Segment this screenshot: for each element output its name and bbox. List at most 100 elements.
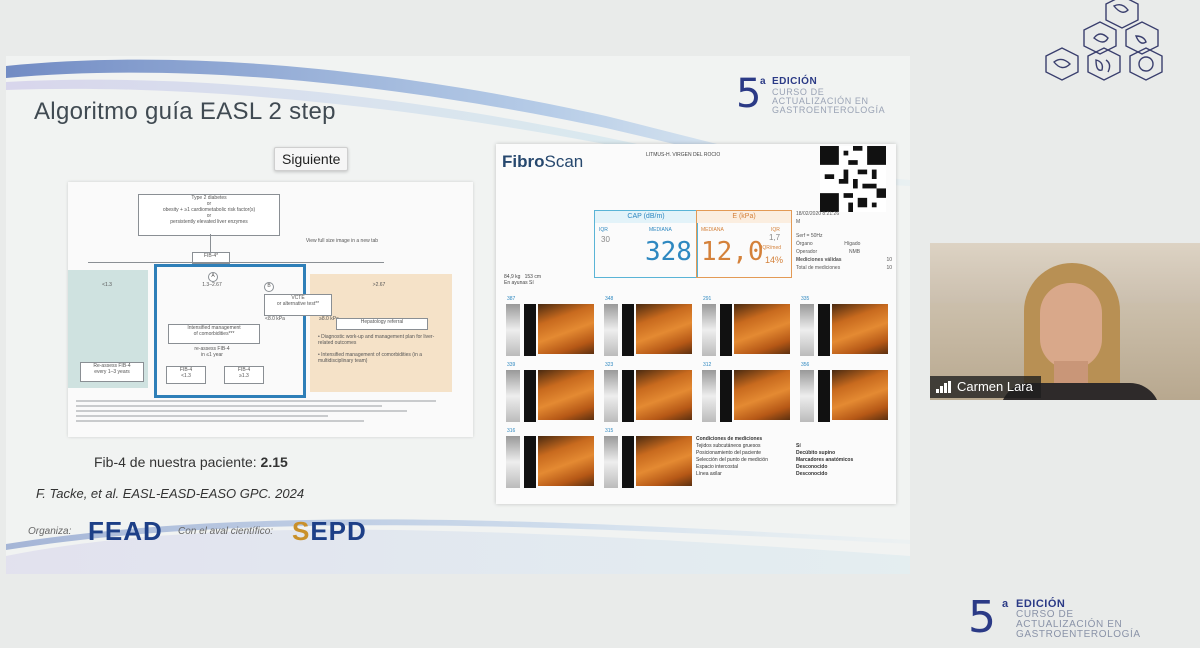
e-iqr-label: IQR	[771, 227, 780, 233]
elastogram-tile: 339	[506, 362, 596, 424]
fib4-ge-1-3-box: FIB-4 ≥1.3	[224, 366, 264, 384]
sepd-logo-rest: EPD	[310, 516, 367, 546]
tile-cap-value: 312	[703, 362, 712, 368]
edition-superscript: a	[760, 76, 766, 87]
organizer-label: Organiza:	[28, 526, 72, 537]
gastro-hexagon-logo-icon	[1045, 0, 1163, 81]
vcte-box: VCTE or alternative test**	[264, 294, 332, 316]
condition-value: Decúbito supino	[796, 450, 836, 456]
corner-sub-line-1: CURSO DE	[1016, 609, 1074, 620]
organ-label: Órgano	[796, 241, 813, 247]
height-unit: cm	[534, 274, 541, 280]
elastogram-tile: 315	[604, 428, 694, 490]
fasting-value: Sí	[529, 280, 534, 286]
tile-cap-value: 387	[507, 296, 516, 302]
cap-median-label: MEDIANA	[649, 227, 672, 233]
reassess-fib4-box: Re-assess FIB-4 every 1–3 years	[80, 362, 144, 382]
condition-key: Línea axilar	[696, 471, 722, 477]
elastogram-tile: 356	[800, 362, 890, 424]
fasting-label: En ayunas	[504, 280, 528, 286]
condition-value: Desconocido	[796, 471, 828, 477]
cap-panel: CAP (dB/m) IQR MEDIANA 30 328	[594, 210, 698, 278]
view-full-size-link[interactable]: View full size image in a new tab	[305, 238, 379, 244]
corner-edition-label: EDICIÓN	[1016, 598, 1066, 610]
sepd-logo-s: S	[292, 516, 311, 546]
cap-median-value: 328	[645, 237, 692, 267]
step-b-marker: B	[264, 282, 274, 292]
participant-name: Carmen Lara	[957, 379, 1033, 394]
tile-cap-value: 348	[605, 296, 614, 302]
elastogram-tile: 323	[604, 362, 694, 424]
intensified-management-box: Intensified management of comorbidities*…	[168, 324, 260, 344]
e-iqr-med-label: IQR/med	[761, 245, 782, 251]
corner-edition-subtitle: CURSO DE ACTUALIZACIÓN EN GASTROENTEROLO…	[1016, 610, 1141, 640]
corner-sub-line-2: ACTUALIZACIÓN EN	[1016, 619, 1123, 630]
cap-header: CAP (dB/m)	[595, 211, 697, 223]
fib4-value: 2.15	[260, 454, 288, 470]
condition-key: Selección del punto de medición	[696, 457, 768, 463]
tile-cap-value: 339	[507, 362, 516, 368]
weight-unit: kg	[515, 274, 521, 280]
tile-cap-value: 315	[605, 428, 614, 434]
reassess-within-year-label: re-assess FIB-4 in ≤1 year	[194, 346, 230, 358]
participant-name-tag: Carmen Lara	[930, 376, 1041, 398]
condition-value: Marcadores anatómicos	[796, 457, 854, 463]
gt-2-67-label: >2.67	[372, 282, 386, 288]
condition-key: Tejidos subcutáneos gruesos	[696, 443, 761, 449]
valid-measurements-value: 10	[886, 257, 892, 263]
total-measurements-label: Total de mediciones	[796, 265, 841, 271]
stiffness-panel: E (kPa) MEDIANA IQR 1,7 IQR/med 12,0 14%	[696, 210, 792, 278]
fibroscan-logo-b: Scan	[544, 152, 584, 171]
sepd-logo: SEPD	[292, 516, 367, 547]
fib4-prefix: Fib-4 de nuestra paciente:	[94, 454, 261, 470]
tile-cap-value: 316	[507, 428, 516, 434]
edition-label: EDICIÓN	[772, 76, 818, 87]
sponsors-row: Organiza: FEAD Con el aval científico: S…	[28, 516, 428, 546]
citation: F. Tacke, et al. EASL-EASD-EASO GPC. 202…	[36, 486, 305, 501]
corner-sub-line-3: GASTROENTEROLOGÍA	[1016, 629, 1141, 640]
exam-date: 18/02/2020 8:21:26	[796, 211, 840, 217]
operator-value: NMB	[849, 249, 861, 255]
elastogram-tile: 387	[506, 296, 596, 358]
valid-measurements-label: Mediciones válidas	[796, 257, 842, 263]
tile-cap-value: 291	[703, 296, 712, 302]
patient-height: 153	[524, 274, 533, 280]
step-a-marker: A	[208, 272, 218, 282]
corner-edition-superscript: a	[1002, 598, 1009, 610]
fib4-lt-1-3-box: FIB-4 <1.3	[166, 366, 206, 384]
edition-subtitle: CURSO DE ACTUALIZACIÓN EN GASTROENTEROLO…	[772, 88, 885, 115]
elastogram-tile: 348	[604, 296, 694, 358]
participant-face	[1040, 283, 1102, 369]
elastogram-tile: 335	[800, 296, 890, 358]
fib4-patient-text: Fib-4 de nuestra paciente: 2.15	[94, 454, 288, 470]
course-edition-logo: 5 a EDICIÓN CURSO DE ACTUALIZACIÓN EN GA…	[736, 71, 885, 117]
elastogram-tile: 316	[506, 428, 596, 490]
organ-value: Hígado	[844, 241, 861, 247]
corner-edition-number: 5	[968, 592, 996, 643]
conditions-title: Condiciones de mediciones	[696, 436, 763, 442]
tile-cap-value: 356	[801, 362, 810, 368]
tile-cap-value: 335	[801, 296, 810, 302]
slide-title: Algoritmo guía EASL 2 step	[34, 98, 336, 125]
cap-iqr-label: IQR	[599, 227, 608, 233]
condition-key: Espacio intercostal	[696, 464, 738, 470]
presentation-slide: Algoritmo guía EASL 2 step 5 a EDICIÓN C…	[6, 56, 910, 574]
high-risk-region	[310, 274, 452, 392]
condition-value: Sí	[796, 443, 801, 449]
tile-cap-value: 323	[605, 362, 614, 368]
e-median-label: MEDIANA	[701, 227, 724, 233]
flow-connector	[88, 262, 384, 263]
flow-connector	[210, 234, 211, 252]
condition-key: Posicionamiento del paciente	[696, 450, 762, 456]
flow-entry-box: Type 2 diabetes or obesity + ≥1 cardiome…	[138, 194, 280, 236]
condition-value: Desconocido	[796, 464, 828, 470]
edition-number: 5	[736, 71, 762, 117]
course-edition-corner-logo: 5 a EDICIÓN CURSO DE ACTUALIZACIÓN EN GA…	[968, 592, 1140, 643]
fead-logo: FEAD	[88, 516, 163, 546]
hepatology-note-2: • Intensified management of comorbiditie…	[318, 352, 423, 364]
lt-1-3-label: <1.3	[102, 282, 112, 288]
patient-weight: 84,9	[504, 274, 514, 280]
flowchart-footnotes	[76, 400, 436, 425]
hospital-name: LITMUS-H. VIRGEN DEL ROCIO	[646, 152, 721, 158]
